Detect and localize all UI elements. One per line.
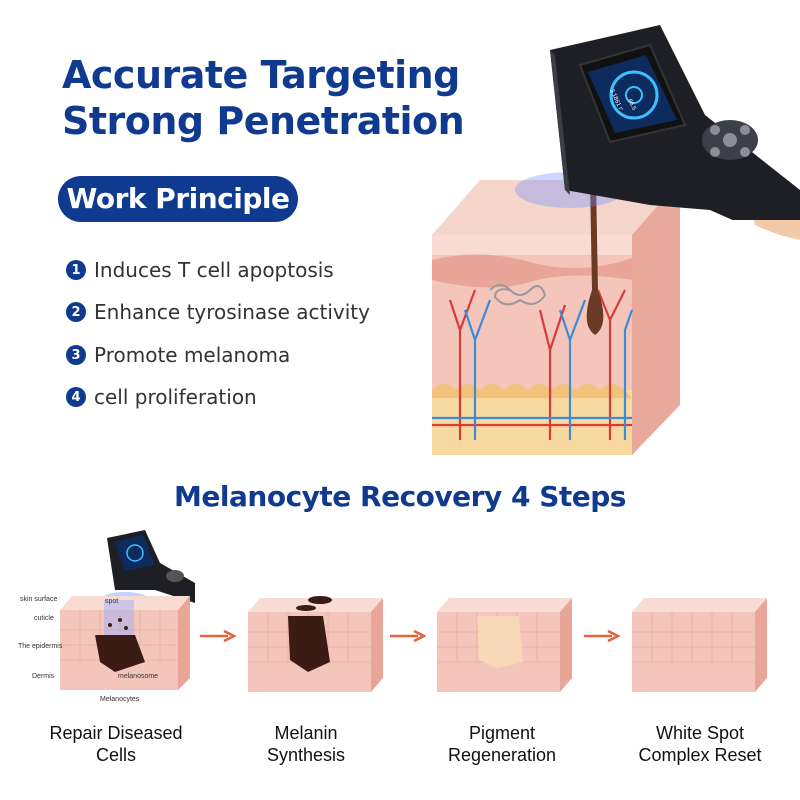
- number-badge: 3: [66, 345, 86, 365]
- number-badge: 2: [66, 302, 86, 322]
- label-melanocytes: Melanocytes: [100, 696, 140, 703]
- step-label-line2: Synthesis: [266, 745, 346, 765]
- principle-item: 4 cell proliferation: [66, 382, 257, 412]
- step-label-line2: Cells: [95, 745, 136, 765]
- headline-line2: Strong Penetration: [62, 99, 465, 143]
- label-cuticle: cuticle: [34, 615, 54, 622]
- headline-line1: Accurate Targeting: [62, 53, 460, 97]
- step-3-skin-illustration: [437, 598, 572, 692]
- number-badge: 4: [66, 387, 86, 407]
- label-spot: spot: [105, 598, 119, 605]
- step-4-skin-illustration: [632, 598, 767, 692]
- step-label-line1: Repair Diseased: [49, 723, 183, 743]
- step-label: Repair Diseased Cells: [36, 722, 196, 766]
- step-label-line1: Melanin: [274, 723, 338, 743]
- principle-item: 3 Promote melanoma: [66, 340, 290, 370]
- number-badge: 1: [66, 260, 86, 280]
- step-label-line2: Complex Reset: [638, 745, 762, 765]
- screen-reading-2: 66.5: [626, 98, 637, 112]
- step-1-skin-illustration: [60, 596, 190, 690]
- label-melanosome: melanosome: [118, 673, 159, 680]
- uv-lamp-device: 3.1861 r' 66.5: [515, 25, 800, 220]
- principle-text: Enhance tyrosinase activity: [94, 300, 370, 324]
- principle-item: 1 Induces T cell apoptosis: [66, 255, 334, 285]
- step-label-line1: Pigment: [468, 723, 536, 743]
- small-uv-lamp-device: [103, 530, 195, 603]
- headline: Accurate Targeting Strong Penetration: [62, 52, 465, 144]
- label-skin-surface: skin surface: [20, 596, 58, 603]
- device-control-pad: [702, 120, 758, 160]
- step-label: Pigment Regeneration: [422, 722, 582, 766]
- step-label: Melanin Synthesis: [226, 722, 386, 766]
- principle-text: cell proliferation: [94, 385, 257, 409]
- principle-text: Induces T cell apoptosis: [94, 258, 334, 282]
- skin-cross-section-illustration: [432, 180, 800, 455]
- arrow-right-icon: [200, 630, 236, 642]
- principle-text: Promote melanoma: [94, 343, 291, 367]
- work-principle-badge: Work Principle: [58, 176, 298, 222]
- step-label: White Spot Complex Reset: [620, 722, 780, 766]
- recovery-steps-title: Melanocyte Recovery 4 Steps: [174, 480, 626, 513]
- step-label-line1: White Spot: [655, 723, 745, 743]
- principle-item: 2 Enhance tyrosinase activity: [66, 297, 370, 327]
- label-dermis: Dermis: [32, 673, 55, 680]
- arrow-right-icon: [390, 630, 426, 642]
- label-epidermis: The epidermis: [18, 643, 63, 650]
- arrow-right-icon: [584, 630, 620, 642]
- step-label-line2: Regeneration: [447, 745, 557, 765]
- step-2-skin-illustration: [248, 596, 383, 692]
